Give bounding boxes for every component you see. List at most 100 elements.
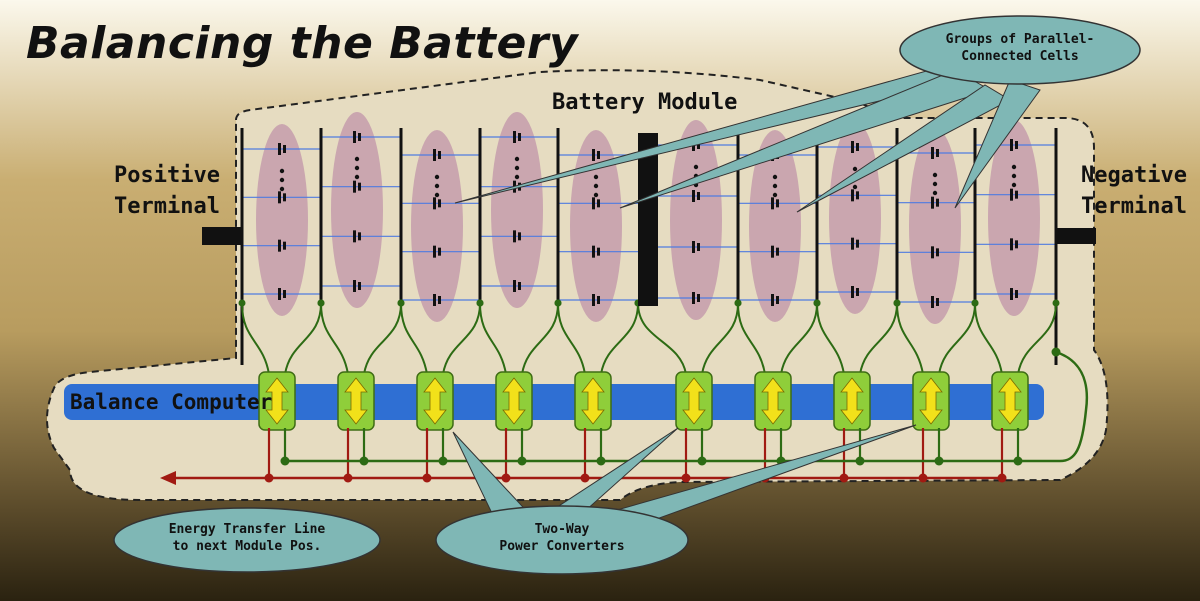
cell-plate-long (692, 292, 695, 304)
cell-plate-short (283, 241, 286, 250)
cell-plate-short (358, 133, 361, 141)
cell-plate-short (856, 191, 859, 200)
cell-plate-long (433, 197, 436, 210)
cell-plate-long (433, 245, 436, 258)
two-way-converter (675, 371, 713, 431)
cell-plate-long (513, 131, 516, 143)
cell-plate-long (592, 294, 595, 306)
sense-wire (284, 302, 322, 375)
cell-plate-long (1010, 139, 1013, 151)
sense-wire (938, 302, 976, 375)
sense-wire (637, 302, 687, 375)
cell-plate-short (283, 193, 286, 202)
bidirectional-arrow-icon (998, 377, 1022, 425)
power-converters-callout (435, 505, 689, 575)
cell-plate-short (936, 198, 939, 207)
negative-terminal-label-2: Terminal (1081, 194, 1187, 219)
cell-plate-short (518, 133, 521, 141)
ellipsis-dot (434, 192, 440, 198)
bidirectional-arrow-icon (265, 377, 289, 425)
cell-plate-short (358, 182, 361, 191)
cell-plate-short (438, 151, 441, 159)
positive-terminal-label-2: Terminal (114, 194, 220, 219)
two-way-converter (416, 371, 454, 431)
power-converters-text-1: Two-Way (534, 522, 590, 537)
ellipsis-dot (693, 164, 699, 170)
cell-group (829, 122, 881, 314)
ellipsis-dot (1011, 182, 1017, 188)
ellipsis-dot (772, 192, 778, 198)
cell-plate-long (851, 286, 854, 298)
cell-plate-short (597, 151, 600, 159)
cell-group (988, 120, 1040, 316)
cell-plate-long (278, 191, 281, 204)
negative-terminal-label-1: Negative (1081, 163, 1187, 188)
ellipsis-dot (279, 177, 285, 183)
sense-wire (974, 302, 1003, 375)
cell-plate-long (931, 196, 934, 209)
positive-terminal-label-1: Positive (114, 163, 220, 188)
ellipsis-dot (434, 174, 440, 180)
cell-plate-long (692, 241, 695, 253)
energy-transfer-text-1: Energy Transfer Line (168, 522, 326, 537)
power-converters-text-2: Power Converters (499, 539, 625, 554)
ellipsis-dot (772, 183, 778, 189)
cell-plate-long (592, 197, 595, 210)
cell-plate-short (776, 199, 779, 208)
cell-plate-short (856, 288, 859, 296)
cell-plate-long (851, 237, 854, 250)
cell-plate-short (1015, 290, 1018, 298)
sense-wire (737, 302, 766, 375)
two-way-converter (912, 371, 950, 431)
sense-wire (521, 302, 559, 375)
cell-plate-long (353, 280, 356, 292)
bidirectional-arrow-icon (581, 377, 605, 425)
bidirectional-arrow-icon (761, 377, 785, 425)
cell-plate-long (851, 189, 854, 202)
sense-wire (780, 302, 818, 375)
callout-pointers (452, 69, 1041, 531)
ellipsis-dot (593, 192, 599, 198)
two-way-converter (991, 371, 1029, 431)
cell-plate-long (771, 245, 774, 258)
cell-plate-short (438, 247, 441, 256)
cell-plate-short (597, 247, 600, 256)
sense-wire (400, 302, 428, 375)
cell-plate-long (353, 180, 356, 193)
parallel-groups-text-1: Groups of Parallel- (945, 32, 1095, 47)
cell-plate-long (1010, 188, 1013, 201)
cell-plate-long (353, 230, 356, 243)
cell-plate-short (697, 192, 700, 200)
cell-plate-long (1010, 238, 1013, 251)
cell-group (411, 130, 463, 322)
ellipsis-dot (514, 174, 520, 180)
cell-plate-long (771, 294, 774, 306)
two-way-converter (574, 371, 612, 431)
negative-node (1051, 347, 1061, 357)
sense-wire (479, 302, 507, 375)
cell-plate-long (278, 143, 281, 155)
cell-plate-short (283, 145, 286, 153)
page-title: Balancing the Battery (26, 18, 579, 69)
sense-wire (600, 302, 639, 375)
cell-plate-long (931, 147, 934, 159)
parallel-groups-callout (899, 15, 1141, 85)
sense-wire (442, 302, 481, 375)
sense-wire (241, 302, 270, 375)
sense-wire (816, 302, 845, 375)
sense-wire (1017, 302, 1057, 375)
energy-node (997, 473, 1007, 483)
ellipsis-dot (279, 168, 285, 174)
ellipsis-dot (1011, 164, 1017, 170)
cell-plate-short (518, 282, 521, 290)
parallel-groups-text-2: Connected Cells (961, 49, 1079, 64)
energy-transfer-text-2: to next Module Pos. (172, 539, 322, 554)
cell-plate-long (771, 197, 774, 210)
sense-wire (859, 302, 898, 375)
bidirectional-arrow-icon (344, 377, 368, 425)
sense-wire (557, 302, 586, 375)
cell-plate-short (936, 248, 939, 257)
sense-wire (701, 302, 739, 375)
battery-module-label: Battery Module (552, 90, 738, 115)
cell-plate-short (697, 294, 700, 302)
